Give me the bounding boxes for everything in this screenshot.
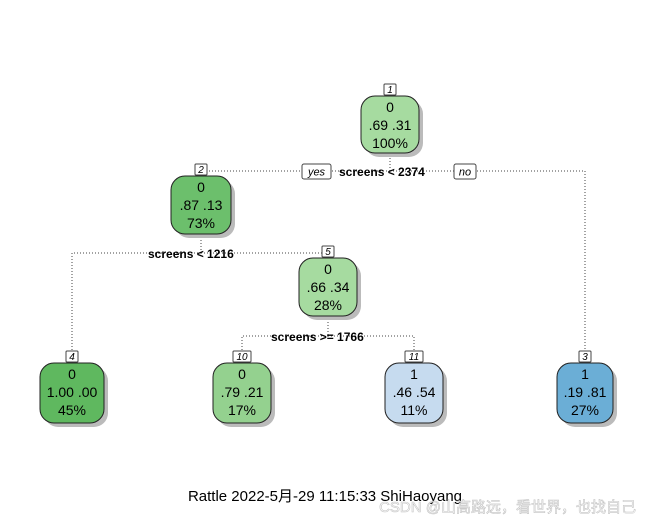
node-probs: .46 .54 bbox=[393, 384, 436, 400]
split-label-node2: screens < 1216 bbox=[148, 247, 234, 261]
node-number: 1 bbox=[387, 85, 393, 96]
edge-1-3 bbox=[390, 170, 586, 363]
split-label-node5: screens >= 1766 bbox=[271, 330, 364, 344]
node-number: 11 bbox=[409, 352, 419, 363]
node-body bbox=[298, 257, 358, 317]
tree-node-5: 5 0 .66 .34 28% bbox=[298, 245, 361, 320]
node-class: 1 bbox=[581, 366, 589, 382]
node-percent: 11% bbox=[401, 402, 428, 418]
node-percent: 27% bbox=[571, 402, 599, 418]
node-percent: 73% bbox=[187, 215, 215, 231]
no-box bbox=[453, 163, 477, 180]
node-percent: 17% bbox=[228, 402, 256, 418]
node-body bbox=[360, 95, 420, 154]
tree-node-10: 10 0 .79 .21 17% bbox=[212, 350, 275, 427]
caption: Rattle 2022-5月-29 11:15:33 ShiHaoyang bbox=[188, 488, 462, 505]
node-class: 0 bbox=[238, 366, 246, 382]
node-class: 1 bbox=[410, 366, 418, 382]
node-class: 0 bbox=[386, 99, 394, 115]
node-number: 2 bbox=[197, 165, 204, 176]
yes-label: yes bbox=[307, 167, 326, 179]
watermark: CSDN @山高路远，看世界，也找自己 bbox=[379, 499, 636, 516]
tree-node-2: 2 0 .87 .13 73% bbox=[170, 163, 235, 238]
node-number-box bbox=[404, 350, 424, 363]
node-percent: 45% bbox=[58, 402, 86, 418]
tree-node-3: 3 1 .19 .81 27% bbox=[556, 350, 617, 427]
split-labels: screens < 2374 screens < 1216 screens >=… bbox=[148, 165, 425, 344]
split-label-root: screens < 2374 bbox=[339, 165, 425, 179]
node-probs: .69 .31 bbox=[369, 117, 412, 133]
edge-2-4 bbox=[71, 252, 201, 363]
node-body bbox=[39, 362, 105, 424]
node-number: 5 bbox=[325, 247, 331, 258]
node-number-box bbox=[194, 163, 208, 176]
tree-node-4: 4 0 1.00 .00 45% bbox=[39, 350, 108, 427]
node-percent: 28% bbox=[314, 297, 342, 313]
node-number: 3 bbox=[582, 352, 588, 363]
yes-box bbox=[301, 163, 332, 180]
node-probs: .66 .34 bbox=[307, 279, 350, 295]
node-probs: .79 .21 bbox=[221, 384, 264, 400]
node-body bbox=[170, 175, 232, 235]
node-number-box bbox=[578, 350, 592, 363]
node-class: 0 bbox=[197, 179, 205, 195]
node-number-box bbox=[65, 350, 79, 363]
node-number: 4 bbox=[69, 352, 75, 363]
node-probs: 1.00 .00 bbox=[47, 384, 98, 400]
node-class: 0 bbox=[68, 366, 76, 382]
node-body bbox=[556, 362, 614, 424]
node-probs: .87 .13 bbox=[180, 197, 223, 213]
node-number: 10 bbox=[236, 352, 248, 363]
node-number-box bbox=[232, 350, 252, 363]
tree-node-1: 1 0 .69 .31 100% bbox=[360, 83, 423, 157]
node-probs: .19 .81 bbox=[564, 384, 607, 400]
node-body bbox=[212, 362, 272, 424]
node-percent: 100% bbox=[372, 135, 408, 151]
node-number-box bbox=[383, 83, 397, 96]
node-body bbox=[384, 362, 444, 424]
branch-labels: yes no bbox=[301, 163, 477, 180]
no-label: no bbox=[459, 167, 471, 179]
node-number-box bbox=[321, 245, 335, 258]
node-class: 0 bbox=[324, 261, 332, 277]
